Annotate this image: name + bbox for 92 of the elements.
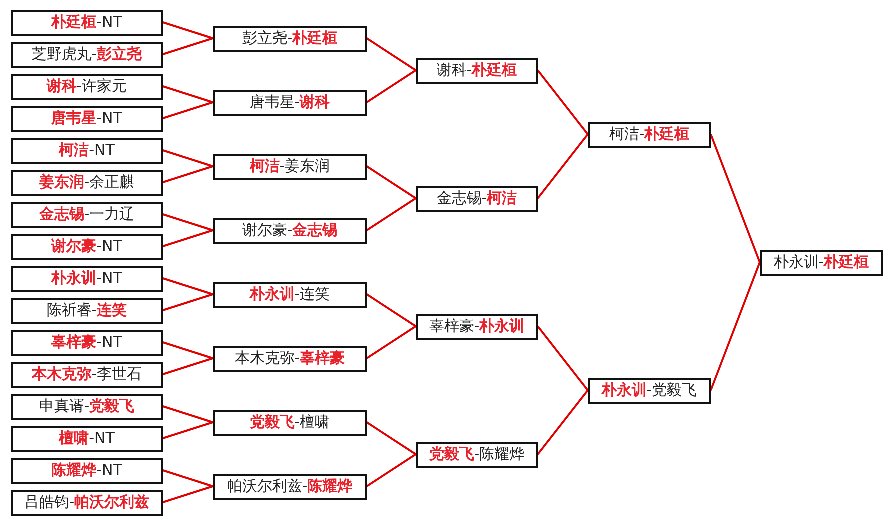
match-box [11, 170, 163, 196]
match-label: 申真谞-党毅飞 [39, 399, 135, 414]
match-box [588, 378, 711, 404]
connector-line [162, 150, 214, 168]
match-label: 唐韦星-谢科 [250, 95, 330, 110]
match-box [11, 426, 163, 452]
connector-line [162, 102, 214, 120]
match-box [213, 282, 367, 308]
connector-line [162, 470, 214, 488]
match-box [213, 154, 367, 180]
match-label: 唐韦星-NT [52, 111, 122, 126]
match-label: 谢科-朴廷桓 [436, 63, 518, 78]
match-label: 朴廷桓-NT [52, 15, 122, 30]
connector-line [366, 38, 417, 72]
connector-line [162, 422, 214, 440]
match-box [213, 346, 367, 372]
match-box [11, 138, 163, 164]
connector-line [366, 70, 417, 104]
connector-line [162, 38, 214, 56]
match-label: 辜梓豪-NT [52, 335, 122, 350]
connector-line [366, 422, 417, 456]
match-label: 柯洁-NT [59, 143, 115, 158]
match-label: 檀啸-NT [59, 431, 115, 446]
connector-line [366, 294, 417, 328]
match-box [11, 10, 163, 36]
connector-line [162, 86, 214, 104]
connector-line [366, 166, 417, 200]
connector-line [162, 214, 214, 232]
match-label: 本木克弥-李世石 [32, 367, 142, 382]
connector-line [162, 166, 214, 184]
match-label: 金志锡-柯洁 [436, 191, 518, 206]
match-box [11, 266, 163, 292]
match-box [11, 298, 163, 324]
match-label: 陈祈睿-连笑 [46, 303, 128, 318]
connector-line [162, 278, 214, 296]
match-label: 辜梓豪-朴永训 [429, 319, 525, 334]
match-box [213, 26, 367, 52]
match-box [416, 186, 538, 212]
connector-line [537, 326, 589, 392]
match-box [416, 442, 538, 468]
match-label: 姜东润-余正麒 [39, 175, 135, 190]
connector-line [366, 454, 417, 488]
match-label: 陈耀烨-NT [52, 463, 122, 478]
connector-line [366, 326, 417, 360]
connector-line [537, 134, 589, 200]
match-label: 本木克弥-辜梓豪 [234, 351, 346, 366]
match-label: 朴永训-党毅飞 [602, 383, 698, 398]
match-box [11, 106, 163, 132]
match-box [11, 42, 163, 68]
match-label: 柯洁-朴廷桓 [609, 127, 690, 142]
connector-line [162, 358, 214, 376]
match-label: 谢尔豪-金志锡 [242, 223, 338, 238]
match-label: 帕沃尔利兹-陈耀烨 [227, 479, 353, 494]
match-box [213, 90, 367, 116]
match-label: 谢尔豪-NT [52, 239, 122, 254]
match-label: 朴永训-朴廷桓 [774, 255, 870, 270]
match-label: 吕皓钧-帕沃尔利兹 [24, 495, 150, 510]
match-box [11, 202, 163, 228]
match-box [11, 490, 163, 516]
match-box [11, 394, 163, 420]
connector-line [710, 134, 761, 263]
match-label: 芝野虎丸-彭立尧 [32, 47, 142, 62]
match-label: 朴永训-连笑 [250, 287, 330, 302]
connector-line [162, 486, 214, 504]
match-box [760, 250, 883, 276]
match-box [11, 458, 163, 484]
connector-line [162, 230, 214, 248]
match-box [11, 74, 163, 100]
match-box [213, 410, 367, 436]
match-box [416, 58, 538, 84]
connector-line [366, 198, 417, 232]
match-label: 党毅飞-陈耀烨 [429, 447, 525, 462]
connector-line [162, 406, 214, 424]
match-label: 彭立尧-朴廷桓 [242, 31, 338, 46]
connector-line [162, 294, 214, 312]
match-label: 党毅飞-檀啸 [250, 415, 330, 430]
match-label: 柯洁-姜东润 [250, 159, 330, 174]
connector-line [162, 342, 214, 360]
connector-line [710, 262, 761, 391]
connector-line [537, 70, 589, 136]
match-box [11, 330, 163, 356]
match-box [416, 314, 538, 340]
connector-line [537, 390, 589, 456]
match-label: 金志锡-一力辽 [39, 207, 135, 222]
match-box [588, 122, 711, 148]
match-box [11, 362, 163, 388]
match-label: 朴永训-NT [52, 271, 122, 286]
match-box [213, 474, 367, 500]
match-label: 谢科-许家元 [46, 79, 128, 94]
match-box [11, 234, 163, 260]
connector-line [162, 22, 214, 40]
match-box [213, 218, 367, 244]
